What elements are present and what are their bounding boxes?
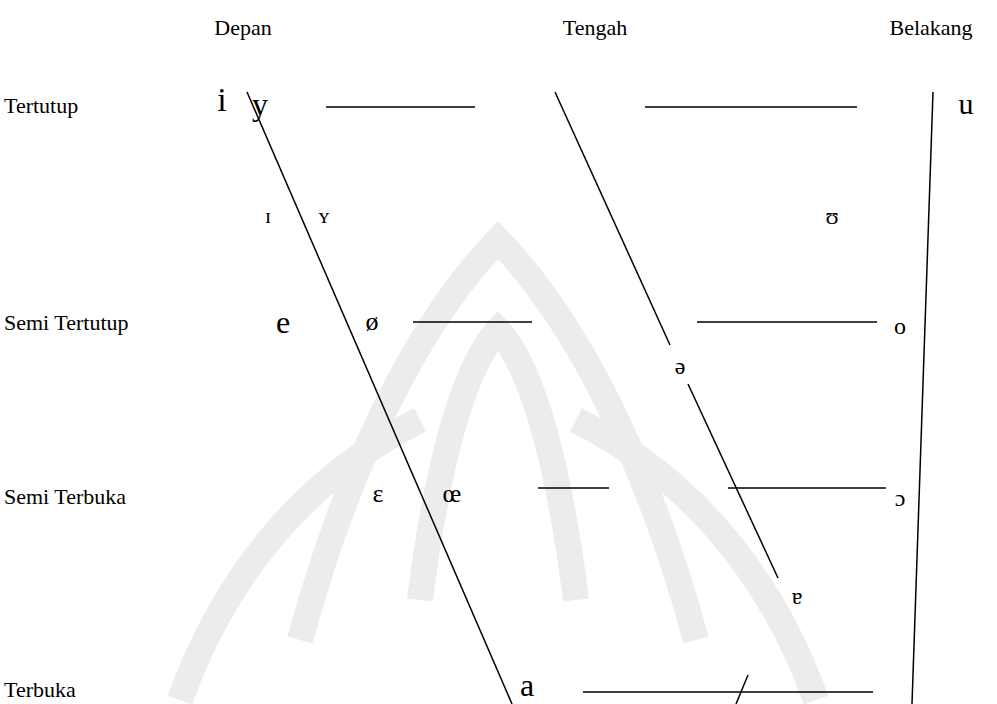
vowel-symbol: u	[959, 89, 974, 119]
row-label: Terbuka	[4, 679, 76, 701]
vowel-symbol: œ	[443, 481, 462, 507]
vowel-symbol: ə	[675, 354, 686, 378]
column-label: Tengah	[563, 17, 627, 39]
vowel-symbol: ɪ	[265, 205, 271, 227]
vowel-symbol: i	[217, 83, 226, 117]
chart-lines	[247, 92, 933, 704]
vowel-symbol: ʏ	[319, 205, 330, 227]
vowel-symbol: a	[520, 669, 534, 701]
column-label: Depan	[214, 17, 271, 39]
vowel-symbol: ʊ	[825, 204, 838, 228]
vowel-symbol: y	[252, 88, 268, 120]
vowel-symbol: ø	[366, 309, 379, 335]
row-label: Semi Terbuka	[4, 486, 126, 508]
vowel-symbol: e	[276, 306, 290, 338]
column-label: Belakang	[889, 17, 972, 39]
vowel-symbol: o	[894, 314, 906, 338]
vowel-symbol: ɛ	[373, 481, 384, 507]
row-label: Tertutup	[4, 95, 78, 117]
vowel-symbol: ɐ	[792, 584, 803, 608]
row-label: Semi Tertutup	[4, 312, 129, 334]
watermark	[180, 240, 816, 700]
vowel-symbol: ɔ	[895, 486, 906, 510]
